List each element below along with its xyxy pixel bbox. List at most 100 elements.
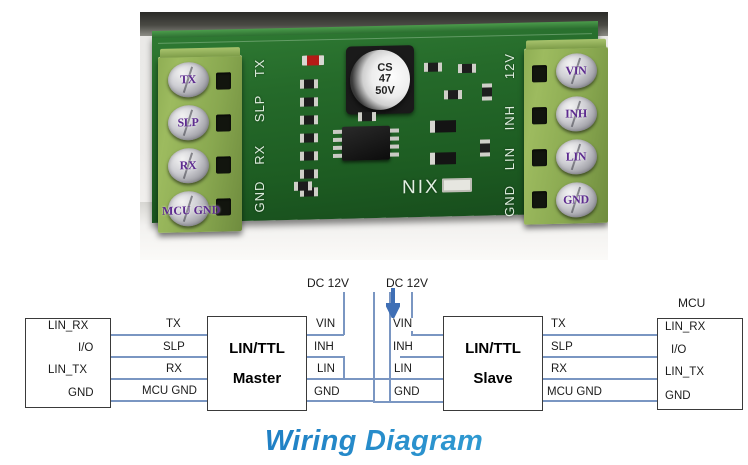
terminal-slot <box>532 190 547 208</box>
screw-label: GND <box>563 192 589 207</box>
left-mcu-pin-io: I/O <box>76 342 96 355</box>
master-title-line2: Master <box>232 369 282 387</box>
smd-resistor <box>482 83 492 101</box>
terminal-block-left: TX SLP RX MCU GND <box>158 47 242 233</box>
screw-label: RX <box>179 158 197 173</box>
master-left-pin-rx: RX <box>164 363 184 376</box>
terminal-screw-inh: INH <box>555 95 597 132</box>
pcb-board: TX SLP RX GND 12V INH LIN GND NIX CS 47 <box>152 20 608 233</box>
terminal-label-mcu-gnd: MCU GND <box>162 202 221 218</box>
master-left-pin-slp: SLP <box>161 341 187 354</box>
diagram-title: Wiring Diagram <box>0 425 748 458</box>
wire-slave-mcu-gnd <box>542 400 660 402</box>
slave-module-box: LIN/TTL Slave <box>443 316 543 411</box>
terminal-block-right: VIN INH LIN GND <box>524 38 608 225</box>
wire-master-inh <box>306 356 344 358</box>
wire-master-vin <box>306 334 344 336</box>
smd-resistor <box>300 97 318 107</box>
ic-pins-right <box>390 128 399 157</box>
terminal-slot <box>532 64 547 82</box>
silk-label-lin: LIN <box>502 146 517 171</box>
master-left-pin-tx: TX <box>164 318 183 331</box>
terminal-slot <box>216 155 231 174</box>
terminal-slot <box>532 148 547 166</box>
terminal-lip <box>160 47 240 58</box>
smd-resistor <box>300 169 318 179</box>
screw-label: INH <box>565 106 587 121</box>
master-power-label: DC 12V <box>307 276 350 290</box>
wire-12v-rail-slave <box>389 292 391 402</box>
slave-power-label: DC 12V <box>386 276 429 290</box>
wire-master-lin-join <box>343 356 345 379</box>
screw-label: VIN <box>565 63 587 78</box>
wire-12v-rail-master <box>373 292 375 402</box>
right-mcu-pin-gnd: GND <box>663 390 693 403</box>
left-mcu-pin-lin-rx: LIN_RX <box>46 320 91 333</box>
wire-rx <box>110 378 208 380</box>
slave-right-pin-slp: SLP <box>549 341 575 354</box>
silk-label-slp: SLP <box>252 94 267 123</box>
pcb-photo: TX SLP RX GND 12V INH LIN GND NIX CS 47 <box>140 12 608 260</box>
diode-component <box>430 152 456 165</box>
master-module-box: LIN/TTL Master <box>207 316 307 411</box>
master-right-pin-vin: VIN <box>314 318 338 331</box>
wire-master-lin <box>306 378 344 380</box>
wire-tx <box>110 334 208 336</box>
silk-label-tx: TX <box>252 58 267 78</box>
terminal-lip <box>526 38 606 50</box>
smd-resistor <box>480 139 490 157</box>
power-arrow-icon <box>386 288 400 318</box>
master-title-line1: LIN/TTL <box>229 339 285 357</box>
wire-slave-tx <box>542 334 660 336</box>
wire-lin-bus <box>343 378 443 380</box>
silk-label-brand: NIX <box>402 176 440 199</box>
left-mcu-pin-lin-tx: LIN_TX <box>46 364 89 377</box>
smd-resistor <box>300 115 318 125</box>
right-mcu-pin-lin-tx: LIN_TX <box>663 366 706 379</box>
terminal-screw-gnd: GND <box>555 181 597 218</box>
smd-resistor <box>424 62 442 72</box>
silk-label-gnd-right: GND <box>502 184 517 218</box>
wire-master-gnd <box>306 400 374 402</box>
slave-left-pin-vin: VIN <box>391 318 415 331</box>
smd-resistor <box>300 133 318 143</box>
terminal-screw-lin: LIN <box>555 138 597 175</box>
slave-left-pin-gnd: GND <box>392 386 422 399</box>
slave-left-pin-inh: INH <box>391 341 415 354</box>
master-right-pin-inh: INH <box>312 341 336 354</box>
master-right-pin-lin: LIN <box>315 363 337 376</box>
ic-pins-left <box>333 129 342 158</box>
smd-resistor <box>444 90 462 100</box>
right-mcu-pin-lin-rx: LIN_RX <box>663 321 708 334</box>
silk-label-rx: RX <box>252 144 267 165</box>
terminal-screw-vin: VIN <box>555 52 597 89</box>
screw-label: TX <box>179 72 197 87</box>
wire-slp <box>110 356 208 358</box>
terminal-slot <box>216 71 231 90</box>
product-photo-section: TX SLP RX GND 12V INH LIN GND NIX CS 47 <box>0 0 748 265</box>
terminal-screw-slp: SLP <box>167 104 209 141</box>
terminal-slot <box>532 106 547 124</box>
slave-right-pin-tx: TX <box>549 318 568 331</box>
silk-label-gnd-left: GND <box>252 180 267 213</box>
smd-resistor <box>300 79 318 89</box>
terminal-slot <box>216 113 231 132</box>
right-mcu-caption: MCU <box>678 296 706 310</box>
terminal-screw-rx: RX <box>167 147 209 184</box>
slave-left-pin-lin: LIN <box>392 363 414 376</box>
silk-label-inh: INH <box>502 104 517 131</box>
slave-title-line2: Slave <box>473 369 513 387</box>
diode-component <box>430 120 456 133</box>
led-component <box>302 55 324 66</box>
smd-resistor <box>358 111 376 122</box>
master-left-pin-mcu-gnd: MCU GND <box>140 385 199 398</box>
fuse-component <box>442 177 472 193</box>
capacitor-text-line3: 50V <box>375 84 395 97</box>
terminal-screws-right: VIN INH LIN GND <box>550 49 602 222</box>
terminal-slots-right <box>532 52 548 220</box>
wire-slave-rx <box>542 378 660 380</box>
smd-resistor <box>458 63 476 74</box>
master-right-pin-gnd: GND <box>312 386 342 399</box>
wire-mcu-gnd <box>110 400 208 402</box>
screw-label: SLP <box>177 115 199 130</box>
